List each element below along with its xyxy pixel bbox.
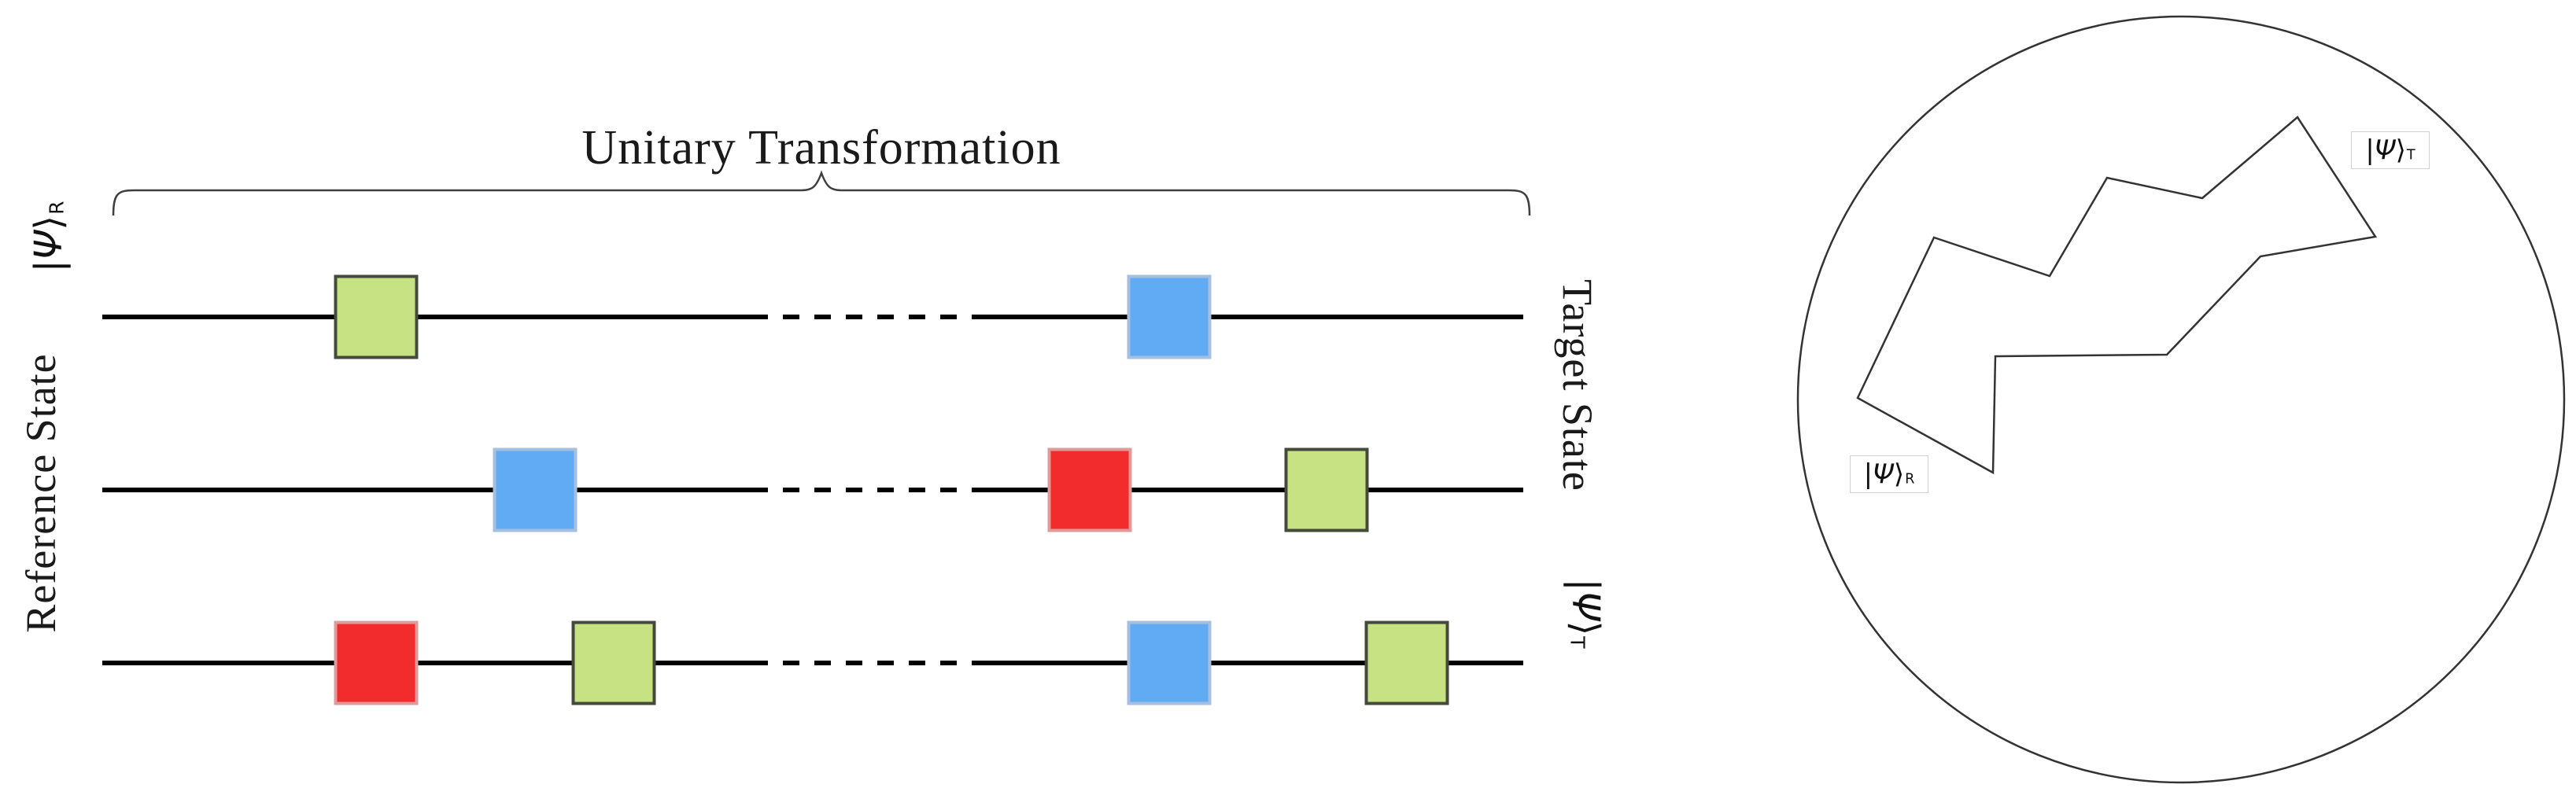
hilbert-space-circle xyxy=(1796,15,2566,784)
reference-state-label: Reference State xyxy=(17,353,65,633)
psi-symbol: Ψ xyxy=(1873,458,1894,490)
ket-angle: ⟩ xyxy=(2395,134,2406,166)
ket-bar: | xyxy=(1863,458,1873,490)
ket-angle: ⟩ xyxy=(1563,620,1607,636)
unitary-brace-group xyxy=(112,170,1531,216)
ket-subscript: R xyxy=(1905,471,1915,488)
gate-blue xyxy=(1127,274,1212,359)
target-state-label: Target State xyxy=(1554,279,1601,492)
unitary-brace xyxy=(112,170,1531,216)
ket-subscript: T xyxy=(2406,147,2415,164)
ket-bar: | xyxy=(27,260,71,273)
ket-angle: ⟩ xyxy=(27,215,71,230)
psi-symbol: Ψ xyxy=(2374,134,2396,166)
psi-symbol: Ψ xyxy=(27,230,71,260)
ket-bar: | xyxy=(1563,578,1607,591)
gate-green xyxy=(334,274,419,359)
ket-subscript: R xyxy=(44,201,68,215)
gate-red xyxy=(1047,447,1132,532)
gate-blue xyxy=(1127,620,1212,705)
psi-symbol: Ψ xyxy=(1563,591,1607,621)
hilbert-space-group xyxy=(1796,15,2566,784)
ket-subscript: T xyxy=(1567,636,1590,649)
reference-ket-label: |Ψ⟩R xyxy=(18,190,79,284)
gate-green xyxy=(571,620,656,705)
state-evolution-path xyxy=(1856,116,2378,475)
state-space-target-ket-label: |Ψ⟩T xyxy=(2351,131,2430,169)
ket-angle: ⟩ xyxy=(1893,458,1905,490)
gate-green xyxy=(1284,447,1369,532)
gate-blue xyxy=(493,447,578,532)
ket-bar: | xyxy=(2365,134,2375,166)
state-space-reference-ket-label: |Ψ⟩R xyxy=(1850,455,1928,493)
gate-red xyxy=(334,620,419,705)
circuit-gates-group xyxy=(334,274,1449,705)
target-ket-label: |Ψ⟩T xyxy=(1555,554,1616,672)
diagram-title: Unitary Transformation xyxy=(581,121,1061,175)
gate-green xyxy=(1364,620,1449,705)
